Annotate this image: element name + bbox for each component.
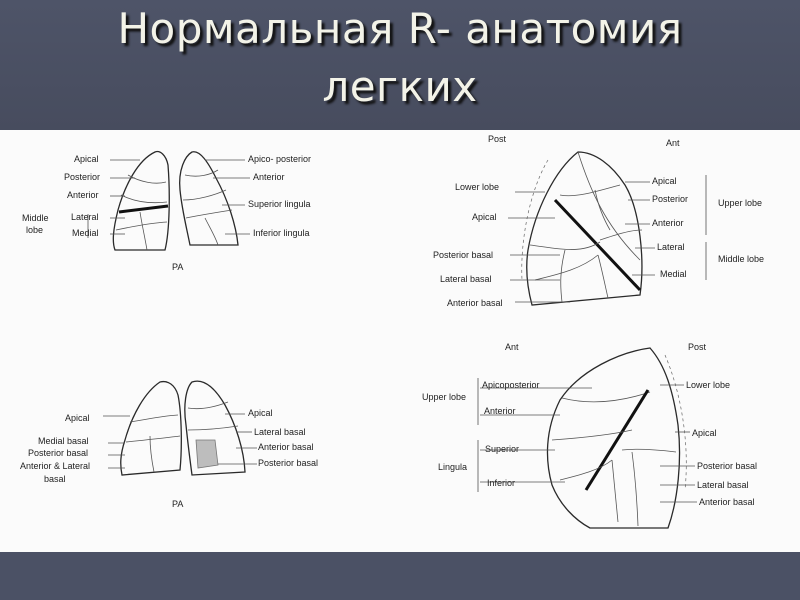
rpa-label-anterior: Anterior [67,190,99,200]
rlat-label-posterior-r: Posterior [652,194,688,204]
lpa-label-posterior-basal-r: Posterior basal [258,458,318,468]
llat-label-lateral-basal: Lateral basal [697,480,749,490]
llat-label-posterior-basal: Posterior basal [697,461,757,471]
rlat-label-apical-l: Apical [472,212,497,222]
rpa-group-lobe: lobe [26,225,43,235]
llat-label-upper-lobe: Upper lobe [422,392,466,402]
posterior-basal-shaded [195,439,219,469]
rpa-label-medial: Medial [72,228,99,238]
right-lung-outline [112,150,170,251]
diagram-right-lateral: Post Ant Lower lobe Apical Posterior bas… [433,134,764,308]
rlat-label-apical-r: Apical [652,176,677,186]
right-lateral-outline [526,151,643,306]
rlat-lobe-upper: Upper lobe [718,198,762,208]
lpa-left-lung-outline [184,380,246,476]
rlat-label-posterior-basal: Posterior basal [433,250,493,260]
llat-ant: Ant [505,342,519,352]
rpa-group-middle: Middle [22,213,49,223]
rlat-label-lateral-r: Lateral [657,242,685,252]
llat-label-anterior-basal: Anterior basal [699,497,755,507]
lung-anatomy-figure: Apical Posterior Anterior Lateral Medial… [0,130,800,552]
lpa-label-anterior-basal: Anterior basal [258,442,314,452]
rlat-ant: Ant [666,138,680,148]
lpa-caption: PA [172,499,183,509]
rpa-label-anterior-r: Anterior [253,172,285,182]
lung-diagrams-svg: Apical Posterior Anterior Lateral Medial… [20,134,764,529]
llat-label-apicoposterior: Apicoposterior [482,380,540,390]
llat-label-inferior: Inferior [487,478,515,488]
left-lateral-outline [546,347,681,529]
rlat-label-anterior-r: Anterior [652,218,684,228]
diagram-right-pa: Apical Posterior Anterior Lateral Medial… [22,150,311,272]
llat-label-lingula: Lingula [438,462,467,472]
lpa-right-lung-outline [120,380,182,476]
rlat-post: Post [488,134,507,144]
lpa-label-apical: Apical [65,413,90,423]
rpa-label-superior-lingula: Superior lingula [248,199,311,209]
rlat-label-lateral-basal: Lateral basal [440,274,492,284]
rpa-label-apical: Apical [74,154,99,164]
llat-label-anterior: Anterior [484,406,516,416]
lpa-label-posterior-basal: Posterior basal [28,448,88,458]
lpa-label-anterior-lateral: Anterior & Lateral [20,461,90,471]
rpa-caption: PA [172,262,183,272]
llat-label-apical: Apical [692,428,717,438]
title-band: Нормальная R- анатомия легких [0,0,800,130]
rlat-label-anterior-basal: Anterior basal [447,298,503,308]
rpa-label-posterior: Posterior [64,172,100,182]
diagram-left-lateral: Ant Post Upper lobe Lingula Apicoposteri… [422,342,757,529]
llat-label-superior: Superior [485,444,519,454]
rpa-label-inferior-lingula: Inferior lingula [253,228,310,238]
lpa-label-medial-basal: Medial basal [38,436,89,446]
rpa-label-apico-posterior: Apico- posterior [248,154,311,164]
footer-band [0,552,800,600]
diagram-left-pa: Apical Medial basal Posterior basal Ante… [20,380,318,509]
rlat-lobe-middle: Middle lobe [718,254,764,264]
rpa-label-lateral: Lateral [71,212,99,222]
lpa-label-lateral-basal: Lateral basal [254,427,306,437]
rlat-label-lower-lobe: Lower lobe [455,182,499,192]
rlat-label-medial-r: Medial [660,269,687,279]
left-lung-outline [179,151,239,246]
lpa-label-apical-r: Apical [248,408,273,418]
lpa-label-basal: basal [44,474,66,484]
llat-post: Post [688,342,707,352]
slide-title-line-1: Нормальная R- анатомия [117,4,683,53]
llat-label-lower-lobe: Lower lobe [686,380,730,390]
slide-title-line-2: легких [322,62,478,111]
